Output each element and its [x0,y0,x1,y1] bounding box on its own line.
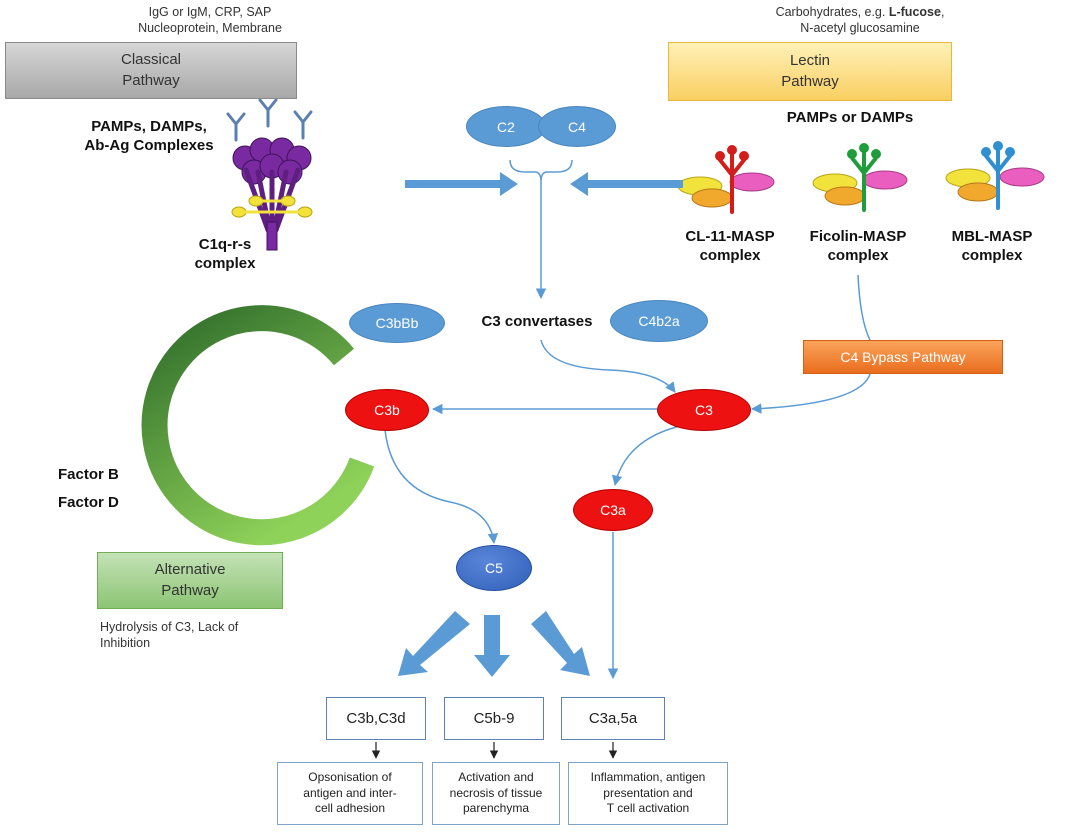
arrow-c3-to-c3a [611,425,681,487]
outcome-3-line1: Inflammation, antigen [590,770,706,785]
lectin-trigger-text-a: Carbohydrates, e.g. [775,5,889,19]
factor-b-label: Factor B [58,466,119,483]
classical-triggers-line2: Nucleoprotein, Membrane [138,20,282,35]
antibody-icons [226,98,313,142]
outcome-3-line3: T cell activation [606,801,690,816]
arrow-c3b-to-c5 [384,429,499,545]
cl11-masp-label: CL-11-MASP complex [664,228,796,266]
classical-pathway-box: Classical Pathway [5,42,297,99]
alt-box-line1: Alternative [154,561,226,579]
c4-oval: C4 [538,106,616,147]
classical-box-line1: Classical [120,51,181,69]
c3-convertases-label: C3 convertases [481,313,593,330]
lectin-trigger-text-c: , [940,5,945,19]
brace [509,159,573,183]
outcome-1-line2: antigen and inter- [303,785,397,800]
ficolin-label-line1: Ficolin-MASP [809,228,907,245]
alternative-pathway-box: Alternative Pathway [97,552,283,609]
alt-box-line2: Pathway [161,581,219,599]
mbl-masp-label: MBL-MASP complex [932,228,1052,266]
c1q-complex-label: C1q-r-s complex [180,236,270,274]
c3a-oval: C3a [573,489,653,531]
outcome-2-line2: necrosis of tissue [449,785,543,800]
product-c3a-5a: C3a,5a [561,697,665,740]
alternative-ring [141,305,375,546]
outcome-3-line2: presentation and [603,785,693,800]
outcome-1-line1: Opsonisation of [308,770,392,785]
lectin-pamps-label: PAMPs or DAMPs [786,109,914,126]
lectin-box-line2: Pathway [781,72,839,90]
lectin-triggers-line2: N-acetyl glucosamine [800,20,920,35]
outcome-opsonisation: Opsonisation of antigen and inter- cell … [277,762,423,825]
classical-box-line2: Pathway [122,71,180,89]
c1q-complex-icon [231,137,313,251]
ficolin-masp-icon [812,143,908,212]
c3bbb-oval: C3bBb [349,303,445,343]
outcome-2-line1: Activation and [458,770,534,785]
ficolin-masp-label: Ficolin-MASP complex [796,228,920,266]
factor-d-label: Factor D [58,494,119,511]
classical-pamps-label: PAMPs, DAMPs, Ab-Ag Complexes [64,118,234,156]
cl11-masp-icon [677,145,775,214]
classical-triggers-line1: IgG or IgM, CRP, SAP [148,5,272,19]
outcome-1-line3: cell adhesion [314,801,386,816]
alternative-caption: Hydrolysis of C3, Lack of Inhibition [100,620,280,651]
lectin-pathway-box: Lectin Pathway [668,42,952,101]
alt-caption-line2: Inhibition [100,635,151,650]
c4b2a-oval: C4b2a [610,300,708,342]
block-arrows [405,172,683,196]
c3b-oval: C3b [345,389,429,431]
classical-triggers: IgG or IgM, CRP, SAP Nucleoprotein, Memb… [90,5,330,36]
outcome-inflammation: Inflammation, antigen presentation and T… [568,762,728,825]
lectin-box-line1: Lectin [789,52,830,70]
cl11-label-line2: complex [699,246,761,264]
lectin-triggers-line1: Carbohydrates, e.g. L-fucose, [740,5,980,21]
outcome-activation-necrosis: Activation and necrosis of tissue parenc… [432,762,560,825]
arrow-convertases-to-c3 [540,339,676,393]
line-lectin-to-bypass [857,274,871,341]
arrow-bypass-to-c3 [750,373,871,414]
alt-caption-line1: Hydrolysis of C3, Lack of [100,620,239,634]
c2-oval: C2 [466,106,546,147]
mbl-label-line2: complex [961,246,1023,264]
c5-output-arrows [398,611,590,677]
c3-oval: C3 [657,389,751,431]
c1q-label-line2: complex [194,254,256,272]
ficolin-label-line2: complex [827,246,889,264]
mbl-masp-icon [945,141,1045,210]
mbl-label-line1: MBL-MASP [951,228,1033,245]
lectin-triggers: Carbohydrates, e.g. L-fucose, N-acetyl g… [740,5,980,36]
classical-pamps-line2: Ab-Ag Complexes [84,136,214,154]
product-c3b-c3d: C3b,C3d [326,697,426,740]
classical-pamps-line1: PAMPs, DAMPs, [91,118,207,135]
outcome-2-line3: parenchyma [462,801,530,816]
c4-bypass-pathway-box: C4 Bypass Pathway [803,340,1003,374]
cl11-label-line1: CL-11-MASP [685,228,775,245]
lectin-trigger-fucose: L-fucose [888,5,941,19]
c5-oval: C5 [456,545,532,591]
product-c5b-9: C5b-9 [444,697,544,740]
c1q-label-line1: C1q-r-s [198,236,252,253]
